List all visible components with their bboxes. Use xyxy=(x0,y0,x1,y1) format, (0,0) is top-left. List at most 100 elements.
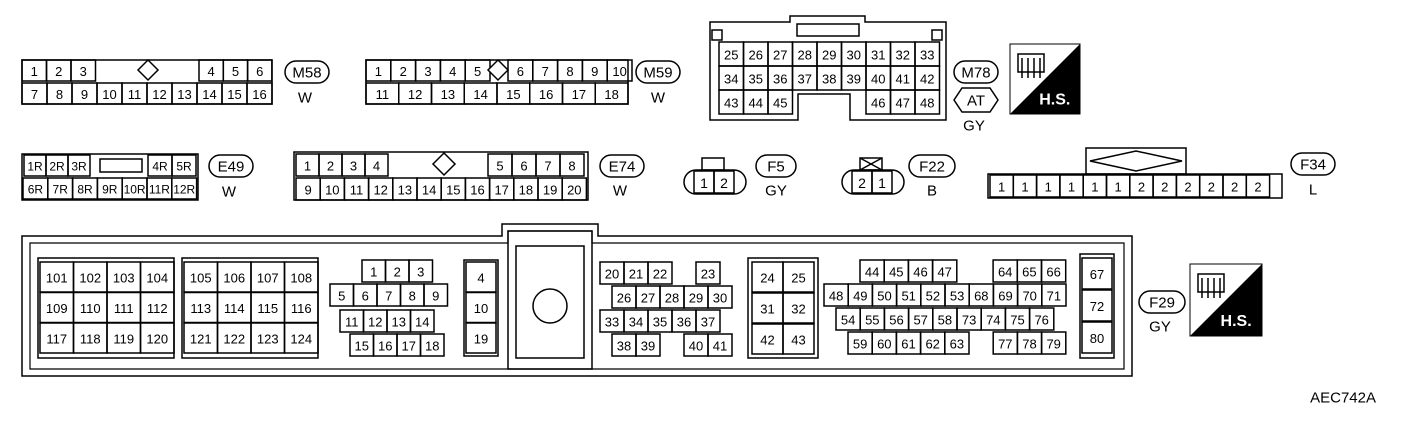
pin-label: 20 xyxy=(567,183,581,198)
pin-label: 27 xyxy=(641,291,655,306)
pin-label: 59 xyxy=(853,337,867,352)
harness-side-label: H.S. xyxy=(1039,92,1070,109)
pin-label: 1 xyxy=(998,180,1005,195)
wire-color-label: W xyxy=(613,183,628,200)
connector-M78-tab xyxy=(711,29,723,41)
pin-label: 12 xyxy=(408,87,422,102)
connector-alt-badge xyxy=(953,87,999,113)
pin-label: 43 xyxy=(791,333,805,348)
pin-label: 31 xyxy=(760,302,774,317)
pin-label: 2 xyxy=(1161,180,1168,195)
pin-label: 41 xyxy=(713,339,727,354)
pin-cell xyxy=(713,170,735,194)
connector-id-badge xyxy=(284,60,330,84)
pin-cell xyxy=(1081,289,1113,322)
pin-label: 106 xyxy=(223,271,245,286)
pin-label: 61 xyxy=(901,337,915,352)
pin-cell xyxy=(246,82,273,105)
pin-label: 2 xyxy=(327,159,334,174)
pin-label: 5 xyxy=(338,289,345,304)
pin-label: 40 xyxy=(689,339,703,354)
pin-label: 23 xyxy=(701,267,715,282)
pin-label: 76 xyxy=(1034,313,1048,328)
pin-cell xyxy=(1081,321,1113,354)
pin-label: 13 xyxy=(441,87,455,102)
pin-label: 9R xyxy=(102,183,118,197)
connector-id-badge xyxy=(755,154,797,178)
pin-cell xyxy=(695,261,721,285)
connector-id-badge xyxy=(1138,290,1186,314)
pin-cell xyxy=(1245,174,1271,198)
pin-label: 10 xyxy=(474,301,488,316)
pin-label: 33 xyxy=(605,315,619,330)
wire-color-label: GY xyxy=(963,118,985,135)
pin-label: 111 xyxy=(114,301,134,316)
pin-cell xyxy=(931,259,958,283)
pin-label: 13 xyxy=(392,315,406,330)
pin-label: 3 xyxy=(80,64,87,79)
pin-label: 8R xyxy=(77,183,93,197)
pin-label: 78 xyxy=(1022,337,1036,352)
pin-label: 35 xyxy=(653,315,667,330)
pin-label: 14 xyxy=(202,87,216,102)
pin-label: 113 xyxy=(190,301,211,316)
pin-label: 18 xyxy=(425,339,439,354)
connector-id: M59 xyxy=(643,65,672,82)
wire-color-label: L xyxy=(1309,182,1317,199)
pin-label: 29 xyxy=(689,291,703,306)
pin-cell xyxy=(944,331,970,355)
pin-label: 118 xyxy=(80,332,101,347)
pin-label: 58 xyxy=(938,313,952,328)
pin-label: 77 xyxy=(998,337,1012,352)
key-diamond xyxy=(136,58,160,82)
pin-label: 46 xyxy=(871,96,885,111)
pin-label: 36 xyxy=(677,315,691,330)
pin-label: 122 xyxy=(223,332,245,347)
harness-side-label: H.S. xyxy=(1221,313,1252,330)
pin-label: 3 xyxy=(417,265,424,280)
pin-label: 79 xyxy=(1046,337,1060,352)
pin-label: 10 xyxy=(325,183,339,198)
pin-label: 27 xyxy=(773,48,787,63)
connector-id-badge xyxy=(208,154,254,178)
connector-F34-outline xyxy=(987,173,1283,199)
pin-label: 28 xyxy=(665,291,679,306)
pin-label: 37 xyxy=(701,315,715,330)
pin-label: 2 xyxy=(55,64,62,79)
pin-cell xyxy=(1040,331,1067,355)
pin-label: 12 xyxy=(152,87,166,102)
pin-label: 112 xyxy=(147,301,168,316)
pin-label: 55 xyxy=(865,313,879,328)
pin-label: 116 xyxy=(291,301,312,316)
connector-id: F34 xyxy=(1300,157,1326,174)
pin-label: 35 xyxy=(749,72,763,87)
wire-color-label: B xyxy=(927,183,937,200)
pin-label: 110 xyxy=(80,301,101,316)
pin-label: 42 xyxy=(760,333,774,348)
pin-label: 105 xyxy=(190,271,212,286)
pin-label: 75 xyxy=(1010,313,1024,328)
pin-label: 6 xyxy=(362,289,369,304)
connector-M78-latch xyxy=(796,23,860,37)
pin-label: 51 xyxy=(901,289,915,304)
pin-label: 17 xyxy=(572,87,586,102)
pin-label: 1 xyxy=(370,265,377,280)
pin-label: 2 xyxy=(1184,180,1191,195)
pin-label: 53 xyxy=(950,289,964,304)
pin-label: 57 xyxy=(913,313,927,328)
connector-E49-latch xyxy=(99,158,143,173)
pin-label: 16 xyxy=(470,183,484,198)
pin-label: 64 xyxy=(998,265,1012,280)
pin-label: 5R xyxy=(176,160,192,174)
pin-label: 1 xyxy=(1115,180,1122,195)
pin-label: 12R xyxy=(173,183,195,197)
pin-label: 14 xyxy=(422,183,436,198)
sketch-body xyxy=(1197,273,1225,293)
pin-label: 12 xyxy=(373,183,387,198)
pin-label: 3R xyxy=(71,160,87,174)
pin-label: 108 xyxy=(290,271,312,286)
pin-label: 34 xyxy=(629,315,643,330)
pin-label: 109 xyxy=(46,301,68,316)
